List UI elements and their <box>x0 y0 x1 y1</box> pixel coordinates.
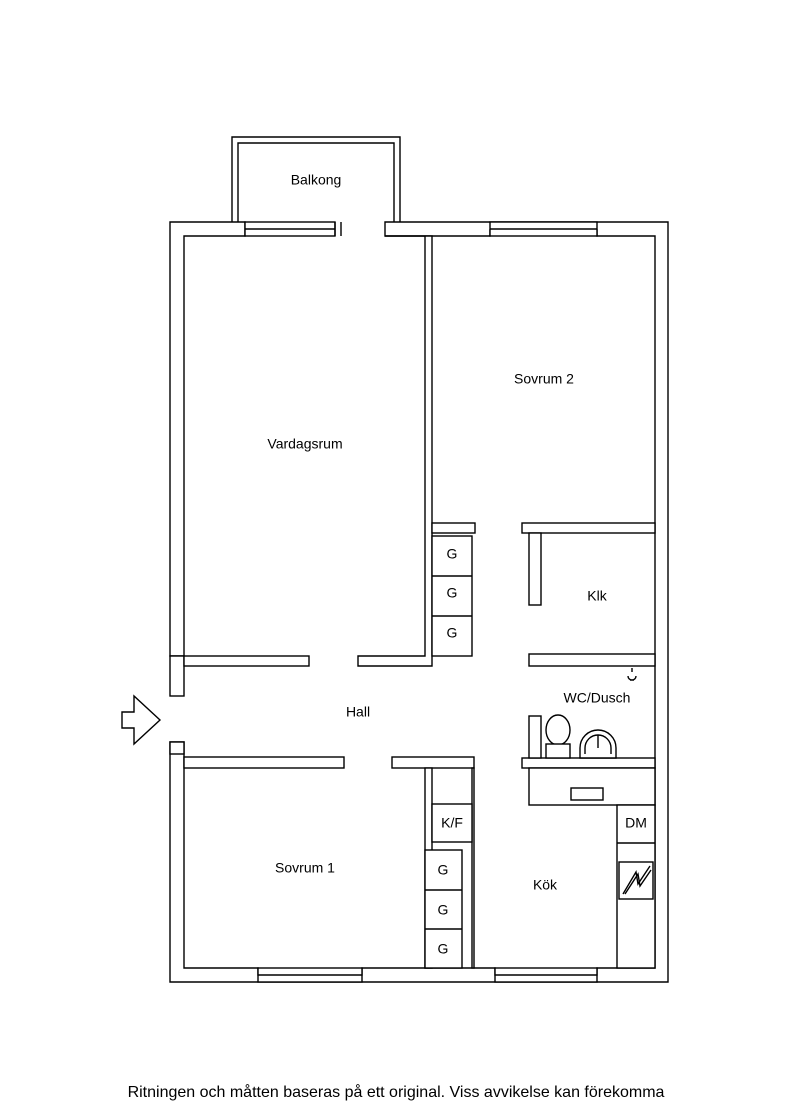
room-label-bathroom: WC/Dusch <box>564 690 631 706</box>
wardrobes-bedroom-1 <box>424 849 463 969</box>
wardrobe-label: G <box>438 902 449 918</box>
room-label-closet: Klk <box>587 588 607 604</box>
wardrobes-hall <box>431 535 473 657</box>
stove-icon <box>618 861 654 900</box>
balcony <box>231 136 401 222</box>
wardrobe-label: G <box>438 862 449 878</box>
wardrobe-label: G <box>447 546 458 562</box>
wardrobe-label: G <box>447 625 458 641</box>
room-label-bedroom-1: Sovrum 1 <box>275 860 335 876</box>
floor-plan: Balkong Vardagsrum Sovrum 2 Klk WC/Dusch… <box>121 136 669 983</box>
windows <box>244 221 598 983</box>
dishwasher-label: DM <box>625 815 647 831</box>
entrance-arrow-icon <box>121 694 162 746</box>
room-label-balcony: Balkong <box>291 172 342 188</box>
washer-dryer-label: K/F <box>441 815 463 831</box>
room-label-living-room: Vardagsrum <box>267 436 342 452</box>
wardrobe-label: G <box>438 941 449 957</box>
room-label-hall: Hall <box>346 704 370 720</box>
washer-dryer-unit <box>431 803 473 843</box>
room-label-kitchen: Kök <box>533 877 558 893</box>
shower-icon <box>627 668 637 681</box>
sink-icon <box>579 729 617 759</box>
toilet-icon <box>545 714 571 759</box>
wardrobe-label: G <box>447 585 458 601</box>
disclaimer-text: Ritningen och måtten baseras på ett orig… <box>127 1084 665 1101</box>
room-label-bedroom-2: Sovrum 2 <box>514 371 574 387</box>
interior-walls <box>183 235 656 969</box>
